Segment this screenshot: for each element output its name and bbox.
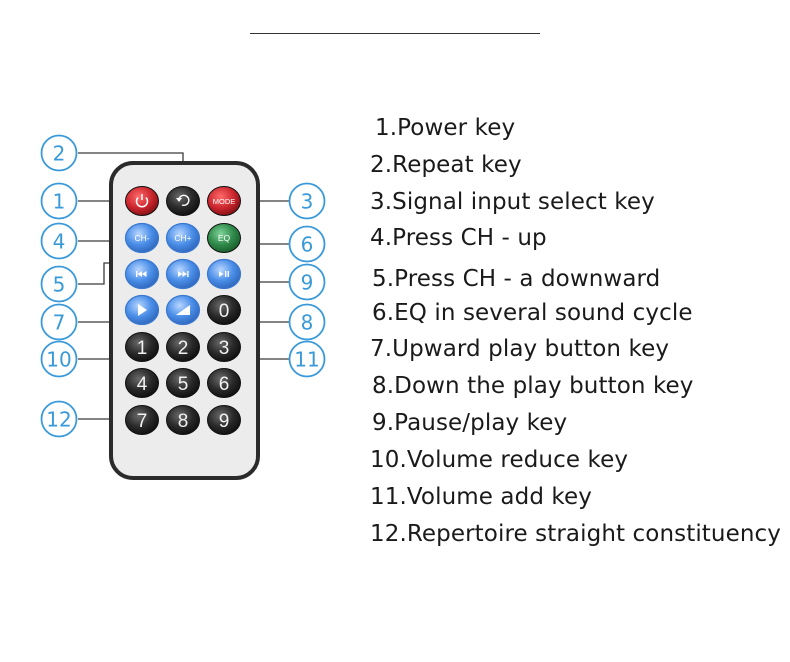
button-label: 2 [178, 338, 189, 359]
button-label: 7 [137, 411, 148, 432]
callout-2: 2 [42, 136, 77, 171]
callout-12: 12 [42, 402, 77, 437]
callout-1: 1 [42, 184, 77, 219]
remote-button-7[interactable]: 7 [126, 406, 159, 435]
callout-11: 11 [290, 342, 325, 377]
callout-number: 9 [301, 271, 314, 295]
button-label: 3 [219, 338, 230, 359]
key-description-3: 3.Signal input select key [370, 189, 655, 215]
key-description-7: 7.Upward play button key [370, 336, 669, 362]
button-label: 6 [219, 374, 230, 395]
button-label: 4 [137, 374, 148, 395]
key-description-4: 4.Press CH - up [370, 225, 547, 251]
callout-9: 9 [290, 265, 325, 300]
key-description-10: 10.Volume reduce key [370, 447, 628, 473]
key-description-5: 5.Press CH - a downward [372, 266, 660, 292]
remote-button-next[interactable] [167, 260, 200, 289]
button-label: 8 [178, 411, 189, 432]
key-description-8: 8.Down the play button key [372, 373, 694, 399]
remote-button-8[interactable]: 8 [167, 406, 200, 435]
callout-number: 1 [53, 190, 66, 214]
remote-button-5[interactable]: 5 [167, 369, 200, 398]
callout-3: 3 [290, 184, 325, 219]
callout-number: 2 [53, 142, 66, 166]
callout-number: 6 [301, 233, 314, 257]
remote-button-1[interactable]: 1 [126, 333, 159, 362]
key-description-9: 9.Pause/play key [372, 410, 567, 436]
button-label: EQ [218, 233, 231, 243]
button-label: CH- [134, 233, 149, 243]
button-label: CH+ [174, 233, 191, 243]
callout-6: 6 [290, 227, 325, 262]
key-description-11: 11.Volume add key [370, 484, 592, 510]
button-label: 5 [178, 374, 189, 395]
callout-7: 7 [42, 305, 77, 340]
remote-button-9[interactable]: 9 [208, 406, 241, 435]
callout-number: 7 [53, 311, 66, 335]
button-label: 9 [219, 411, 230, 432]
remote-button-2[interactable]: 2 [167, 333, 200, 362]
remote-button-0[interactable]: 0 [208, 296, 241, 325]
remote-control: MODE CH- CH+ EQ 0 1 2 3 4 5 6 7 8 9 [111, 163, 258, 478]
remote-button-previous[interactable] [126, 260, 159, 289]
callout-number: 5 [53, 273, 66, 297]
callout-number: 3 [301, 190, 314, 214]
button-label: 0 [219, 301, 230, 322]
remote-button-play-pause[interactable] [208, 260, 241, 289]
remote-button-eq[interactable]: EQ [208, 224, 241, 253]
callout-number: 12 [46, 408, 71, 432]
button-label: 1 [137, 338, 148, 359]
callout-number: 4 [53, 230, 66, 254]
key-description-6: 6.EQ in several sound cycle [372, 300, 693, 326]
remote-button-mode[interactable]: MODE [208, 187, 241, 216]
remote-button-repeat[interactable] [167, 187, 200, 216]
remote-button-volume-up[interactable] [167, 296, 200, 325]
button-label: MODE [213, 197, 236, 206]
callout-8: 8 [290, 305, 325, 340]
callout-10: 10 [42, 342, 77, 377]
callout-4: 4 [42, 224, 77, 259]
key-description-1: 1.Power key [375, 115, 515, 141]
callout-number: 8 [301, 311, 314, 335]
remote-button-ch[interactable]: CH+ [167, 224, 200, 253]
key-description-12: 12.Repertoire straight constituency [370, 521, 781, 547]
callout-number: 11 [294, 348, 319, 372]
remote-button-4[interactable]: 4 [126, 369, 159, 398]
callout-number: 10 [46, 348, 71, 372]
callout-5: 5 [42, 267, 77, 302]
key-description-2: 2.Repeat key [370, 152, 522, 178]
remote-button-power[interactable] [126, 187, 159, 216]
remote-button-ch[interactable]: CH- [126, 224, 159, 253]
remote-button-6[interactable]: 6 [208, 369, 241, 398]
remote-button-3[interactable]: 3 [208, 333, 241, 362]
remote-button-volume-down[interactable] [126, 296, 159, 325]
